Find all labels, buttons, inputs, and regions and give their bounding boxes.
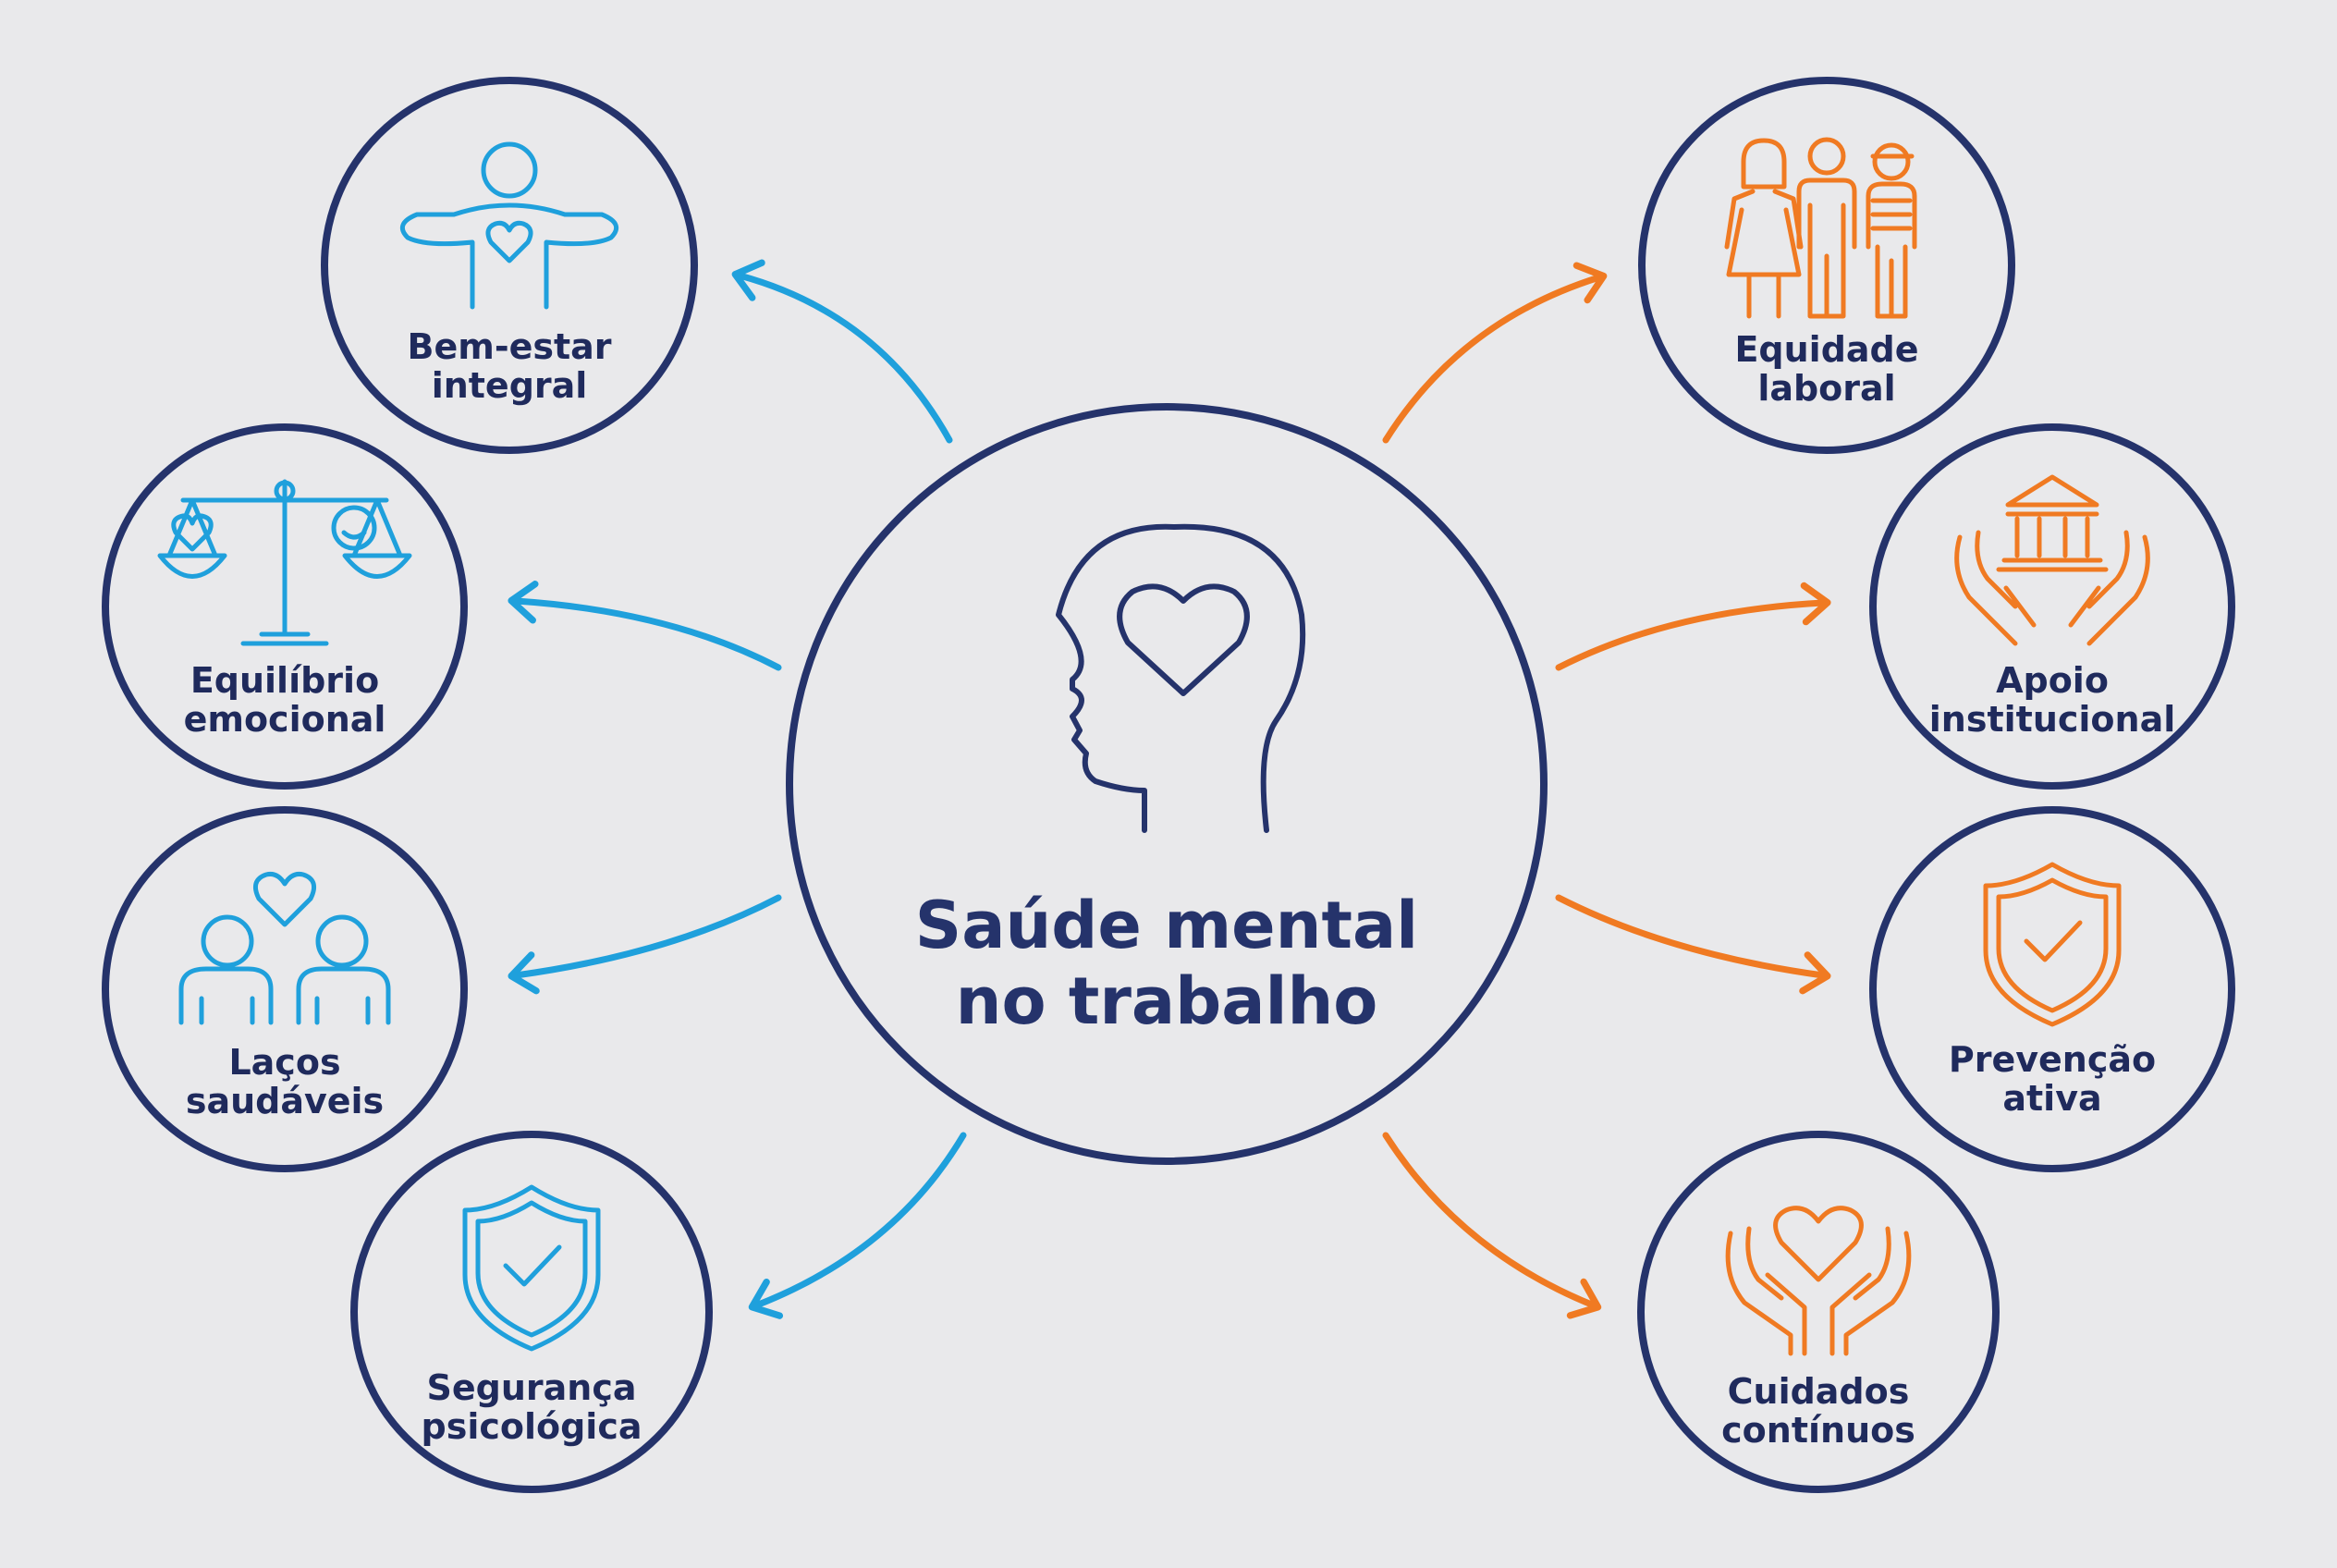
arrow-prevencao [1555,894,1831,995]
node-lacos-saudaveis: Laços saudáveis [102,806,468,1172]
three-people-icon [1724,137,1917,319]
arrow-apoio [1555,582,1831,671]
node-seguranca-psicologica: Segurança psicológica [350,1131,713,1493]
arrow-seguranca [748,1132,967,1319]
node-cuidados-continuos: Cuidados contínuos [1637,1131,2000,1493]
scale-icon [157,479,412,646]
node-apoio-institucional: Apoio institucional [1869,423,2235,790]
people-heart-icon [178,872,391,1025]
hands-heart-icon [1725,1206,1912,1356]
node-label-line2: emocional [184,699,386,740]
arrow-equilibrio [508,581,782,671]
arrow-bem-estar [731,259,953,444]
node-equidade-laboral: Equidade laboral [1638,77,2015,454]
hands-building-icon [1954,474,2150,646]
node-label-line2: contínuos [1721,1410,1915,1451]
center-title-line1: Saúde mental [915,888,1418,963]
node-label-line1: Bem-estar [407,326,611,367]
node-bem-estar-integral: Bem-estar integral [321,77,698,454]
node-label-line2: psicológica [421,1406,642,1447]
node-label-line1: Equidade [1734,329,1918,370]
node-label-line1: Prevenção [1949,1039,2156,1080]
center-title-line2: no trabalho [956,963,1378,1039]
node-label-line2: integral [432,365,588,406]
node-label-line1: Cuidados [1728,1371,1910,1412]
arrow-equidade [1382,262,1608,444]
arrow-lacos [508,894,782,995]
node-equilibrio-emocional: Equilíbrio emocional [102,423,468,790]
node-label-line1: Apoio [1996,660,2109,701]
person-heart-icon [399,141,619,310]
node-prevencao-ativa: Prevenção ativa [1869,806,2235,1172]
node-label-line2: institucional [1929,699,2175,740]
node-label-line2: saudáveis [186,1081,384,1121]
node-label-line1: Segurança [427,1367,637,1408]
shield-check-icon [1983,862,2122,1027]
arrow-cuidados [1382,1132,1602,1319]
node-label-line1: Laços [228,1042,340,1083]
node-label-line1: Equilíbrio [190,660,379,701]
shield-check-icon [462,1184,601,1352]
head-heart-icon [1056,523,1306,833]
center-node: Saúde mental no trabalho [786,403,1548,1165]
node-label-line2: ativa [2002,1078,2101,1119]
node-label-line2: laboral [1757,368,1895,409]
